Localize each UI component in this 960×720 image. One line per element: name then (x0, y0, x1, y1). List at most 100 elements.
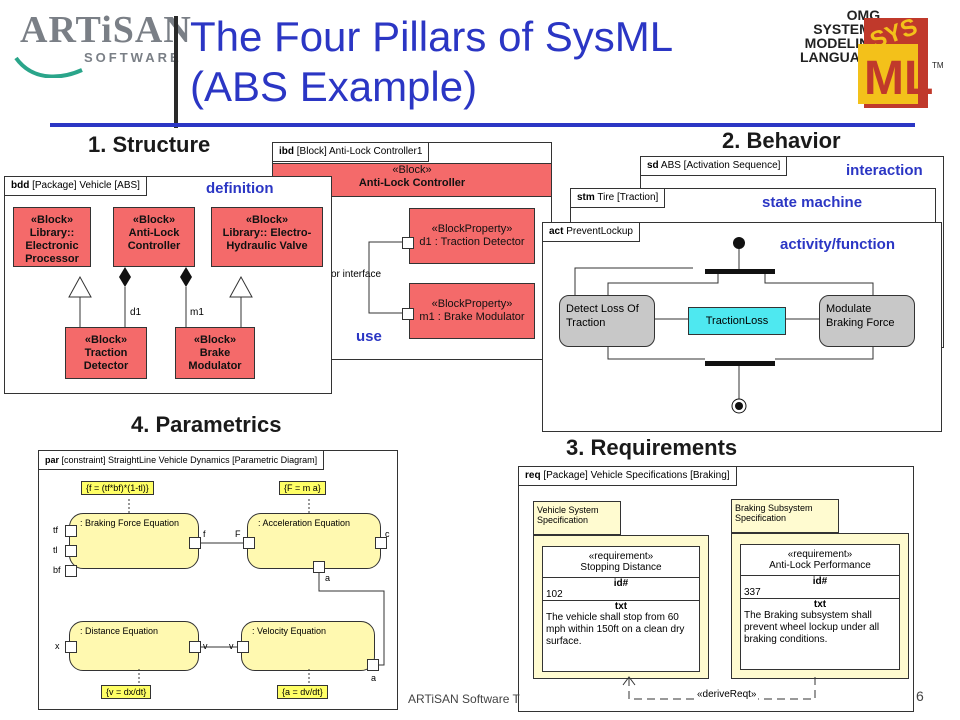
requirement-name: Anti-Lock Performance (741, 560, 899, 576)
block-brake-modulator[interactable]: «Block» Brake Modulator (175, 327, 255, 379)
param-port (237, 641, 249, 653)
eq-acceleration: {F = m a} (279, 481, 326, 495)
requirement-anti-lock-performance[interactable]: «requirement» Anti-Lock Performance id# … (740, 544, 900, 670)
heading-parametrics: 4. Parametrics (131, 412, 282, 437)
param-port (65, 565, 77, 577)
constraint-distance[interactable]: : Distance Equation (69, 621, 199, 671)
block-electronic-processor[interactable]: «Block» Library:: Electronic Processor (13, 207, 91, 267)
stereotype: «Block» (30, 214, 74, 226)
par-diagram: par [constraint] StraightLine Vehicle Dy… (38, 450, 398, 710)
param-bf: bf (53, 565, 61, 575)
par-tab: par [constraint] StraightLine Vehicle Dy… (39, 451, 325, 470)
package-tab-braking-subsystem: Braking Subsystem Specification (731, 499, 839, 533)
stereotype: «Block» (245, 214, 289, 226)
port-d1 (402, 237, 414, 249)
stereotype: «BlockProperty» (431, 298, 513, 310)
ibd-part-brake-modulator[interactable]: «BlockProperty» m1 : Brake Modulator (409, 283, 535, 339)
param-F: F (235, 529, 241, 539)
heading-structure: 1. Structure (88, 132, 211, 157)
package-vehicle-system: «requirement» Stopping Distance id# 102 … (533, 535, 709, 679)
id-value: 337 (741, 587, 899, 599)
svg-text:ML: ML (864, 52, 933, 105)
txt-value: The Braking subsystem shall prevent whee… (744, 610, 880, 645)
tab-keyword: bdd (11, 180, 30, 191)
footer-company: ARTiSAN Software T (408, 692, 520, 706)
interface-label: or interface (331, 269, 382, 280)
annotation-definition: definition (206, 180, 274, 197)
id-label: id# (812, 576, 828, 587)
param-port (65, 545, 77, 557)
stereotype: «BlockProperty» (431, 223, 513, 235)
requirement-stopping-distance[interactable]: «requirement» Stopping Distance id# 102 … (542, 546, 700, 672)
txt-value: The vehicle shall stop from 60 mph withi… (546, 612, 685, 647)
req-tab: req [Package] Vehicle Specifications [Br… (519, 467, 737, 486)
param-tf: tf (53, 525, 59, 535)
tab-keyword: sd (647, 160, 659, 171)
logo-sub: SOFTWARE (84, 50, 182, 65)
param-v2: v (229, 641, 234, 651)
derive-label: «deriveReqt» (695, 689, 759, 700)
constraint-acceleration[interactable]: : Acceleration Equation (247, 513, 381, 569)
act-diagram: act PreventLockup Detect Loss Of Tractio… (542, 222, 942, 432)
ibd-connectors (368, 241, 402, 314)
role-d1: d1 (130, 307, 142, 318)
param-f: f (203, 529, 206, 539)
heading-requirements: 3. Requirements (566, 435, 738, 460)
part-name: m1 : Brake Modulator (419, 311, 525, 323)
block-anti-lock-controller[interactable]: «Block» Anti-Lock Controller (113, 207, 195, 267)
title-divider (174, 16, 178, 128)
title-line-2: (ABS Example) (190, 63, 478, 110)
stereotype: «Block» (84, 334, 128, 346)
constraint-name: : Velocity Equation (252, 626, 327, 636)
tab-text: PreventLockup (563, 226, 633, 237)
package-tab-vehicle-system: Vehicle System Specification (533, 501, 621, 535)
action-detect-loss[interactable]: Detect Loss Of Traction (559, 295, 655, 347)
tab-text: [Package] Vehicle [ABS] (29, 180, 140, 191)
stereotype: «Block» (132, 214, 176, 226)
heading-behavior: 2. Behavior (722, 128, 841, 153)
constraint-name: : Braking Force Equation (80, 518, 180, 528)
param-x: x (55, 641, 60, 651)
id-label: id# (613, 578, 629, 589)
part-name: d1 : Traction Detector (419, 236, 525, 248)
stereotype: «Block» (392, 164, 432, 176)
object-traction-loss[interactable]: TractionLoss (688, 307, 786, 335)
constraint-braking-force[interactable]: : Braking Force Equation (69, 513, 199, 569)
constraint-velocity[interactable]: : Velocity Equation (241, 621, 375, 671)
param-a2: a (371, 673, 377, 683)
param-c: c (385, 529, 390, 539)
tab-keyword: stm (577, 192, 595, 203)
param-port (189, 537, 201, 549)
param-a: a (325, 573, 331, 583)
logo-main: ARTiSAN (20, 9, 192, 51)
stereotype: «Block» (193, 334, 237, 346)
bdd-tab: bdd [Package] Vehicle [ABS] (5, 177, 147, 196)
act-tab: act PreventLockup (543, 223, 640, 242)
param-port (189, 641, 201, 653)
tab-text: ABS [Activation Sequence] (658, 160, 781, 171)
param-tl: tl (53, 545, 58, 555)
ibd-part-traction-detector[interactable]: «BlockProperty» d1 : Traction Detector (409, 208, 535, 264)
tab-text: [Block] Anti-Lock Controller1 (294, 146, 423, 157)
logo-swoosh-icon (14, 56, 83, 78)
txt-label: txt (614, 601, 628, 612)
page-number: 6 (916, 688, 924, 704)
page-title: The Four Pillars of SysML (ABS Example) (190, 12, 673, 112)
block-name: Brake Modulator (188, 347, 242, 372)
constraint-name: : Distance Equation (80, 626, 159, 636)
param-port (65, 641, 77, 653)
annotation-use: use (356, 328, 382, 345)
action-modulate-braking[interactable]: Modulate Braking Force (819, 295, 915, 347)
stereotype: «requirement» (588, 551, 654, 562)
param-port (243, 537, 255, 549)
block-name: Traction Detector (83, 347, 129, 372)
tab-text: [constraint] StraightLine Vehicle Dynami… (59, 455, 318, 465)
ibd-tab: ibd [Block] Anti-Lock Controller1 (273, 143, 430, 162)
tab-keyword: act (549, 226, 564, 237)
param-port (313, 561, 325, 573)
param-port (367, 659, 379, 671)
eq-velocity: {a = dv/dt} (277, 685, 328, 699)
block-traction-detector[interactable]: «Block» Traction Detector (65, 327, 147, 379)
block-electro-hydraulic-valve[interactable]: «Block» Library:: Electro-Hydraulic Valv… (211, 207, 323, 267)
annotation-interaction: interaction (846, 162, 923, 179)
